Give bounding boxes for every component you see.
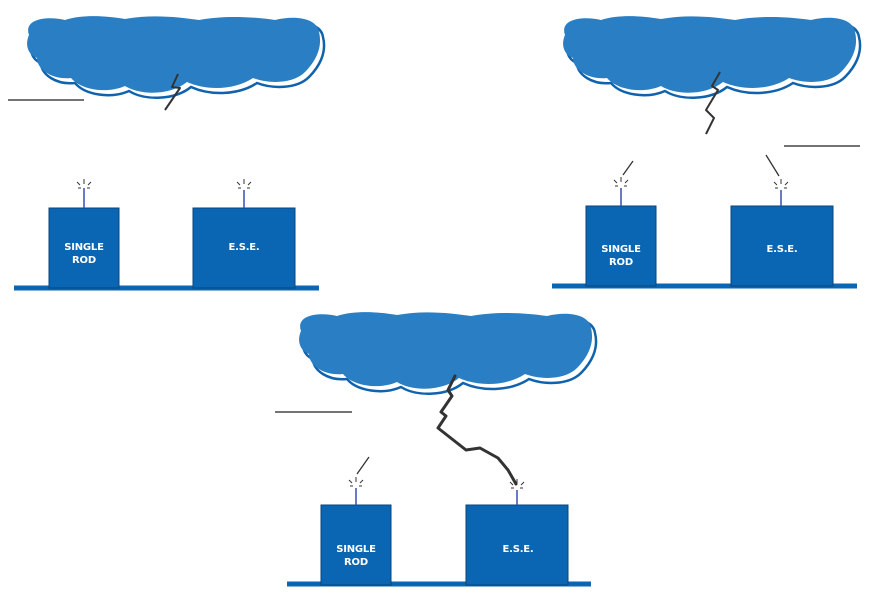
panel-upward-leaders: SINGLE ROD E.S.E. <box>552 16 862 289</box>
panel-strike: SINGLE ROD E.S.E. <box>275 312 598 587</box>
single-rod-building: SINGLE ROD <box>320 456 392 586</box>
rod-tip-icon <box>773 179 789 189</box>
building-label-line2: ROD <box>72 255 96 266</box>
upward-streamer <box>765 154 780 177</box>
stepped-leader <box>705 71 721 135</box>
building-label-line2: ROD <box>609 257 633 268</box>
building-label: E.S.E. <box>228 242 259 253</box>
panel-initial: SINGLE ROD E.S.E. <box>8 16 326 291</box>
building <box>320 504 392 586</box>
lightning-bolt <box>436 374 518 486</box>
building-label: E.S.E. <box>502 544 533 555</box>
stepped-leader <box>164 73 181 111</box>
upward-streamer <box>356 456 370 475</box>
building <box>192 207 296 289</box>
cloud <box>27 16 326 99</box>
ese-building: E.S.E. <box>465 479 569 586</box>
ese-building: E.S.E. <box>730 154 834 287</box>
building-label: E.S.E. <box>766 244 797 255</box>
building <box>465 504 569 586</box>
rod-tip-icon <box>76 179 92 189</box>
rod-tip-icon <box>348 477 364 487</box>
cloud <box>299 312 598 395</box>
building <box>585 205 657 287</box>
ese-building: E.S.E. <box>192 179 296 289</box>
rod-tip-icon <box>613 177 629 187</box>
rod-tip-icon <box>509 479 525 489</box>
building-label-line1: SINGLE <box>601 244 641 255</box>
building-label-line1: SINGLE <box>336 544 376 555</box>
building-label-line2: ROD <box>344 557 368 568</box>
single-rod-building: SINGLE ROD <box>585 160 657 287</box>
building-label-line1: SINGLE <box>64 242 104 253</box>
building <box>48 207 120 289</box>
upward-streamer <box>622 160 634 176</box>
building <box>730 205 834 287</box>
rod-tip-icon <box>236 179 252 189</box>
single-rod-building: SINGLE ROD <box>48 179 120 289</box>
